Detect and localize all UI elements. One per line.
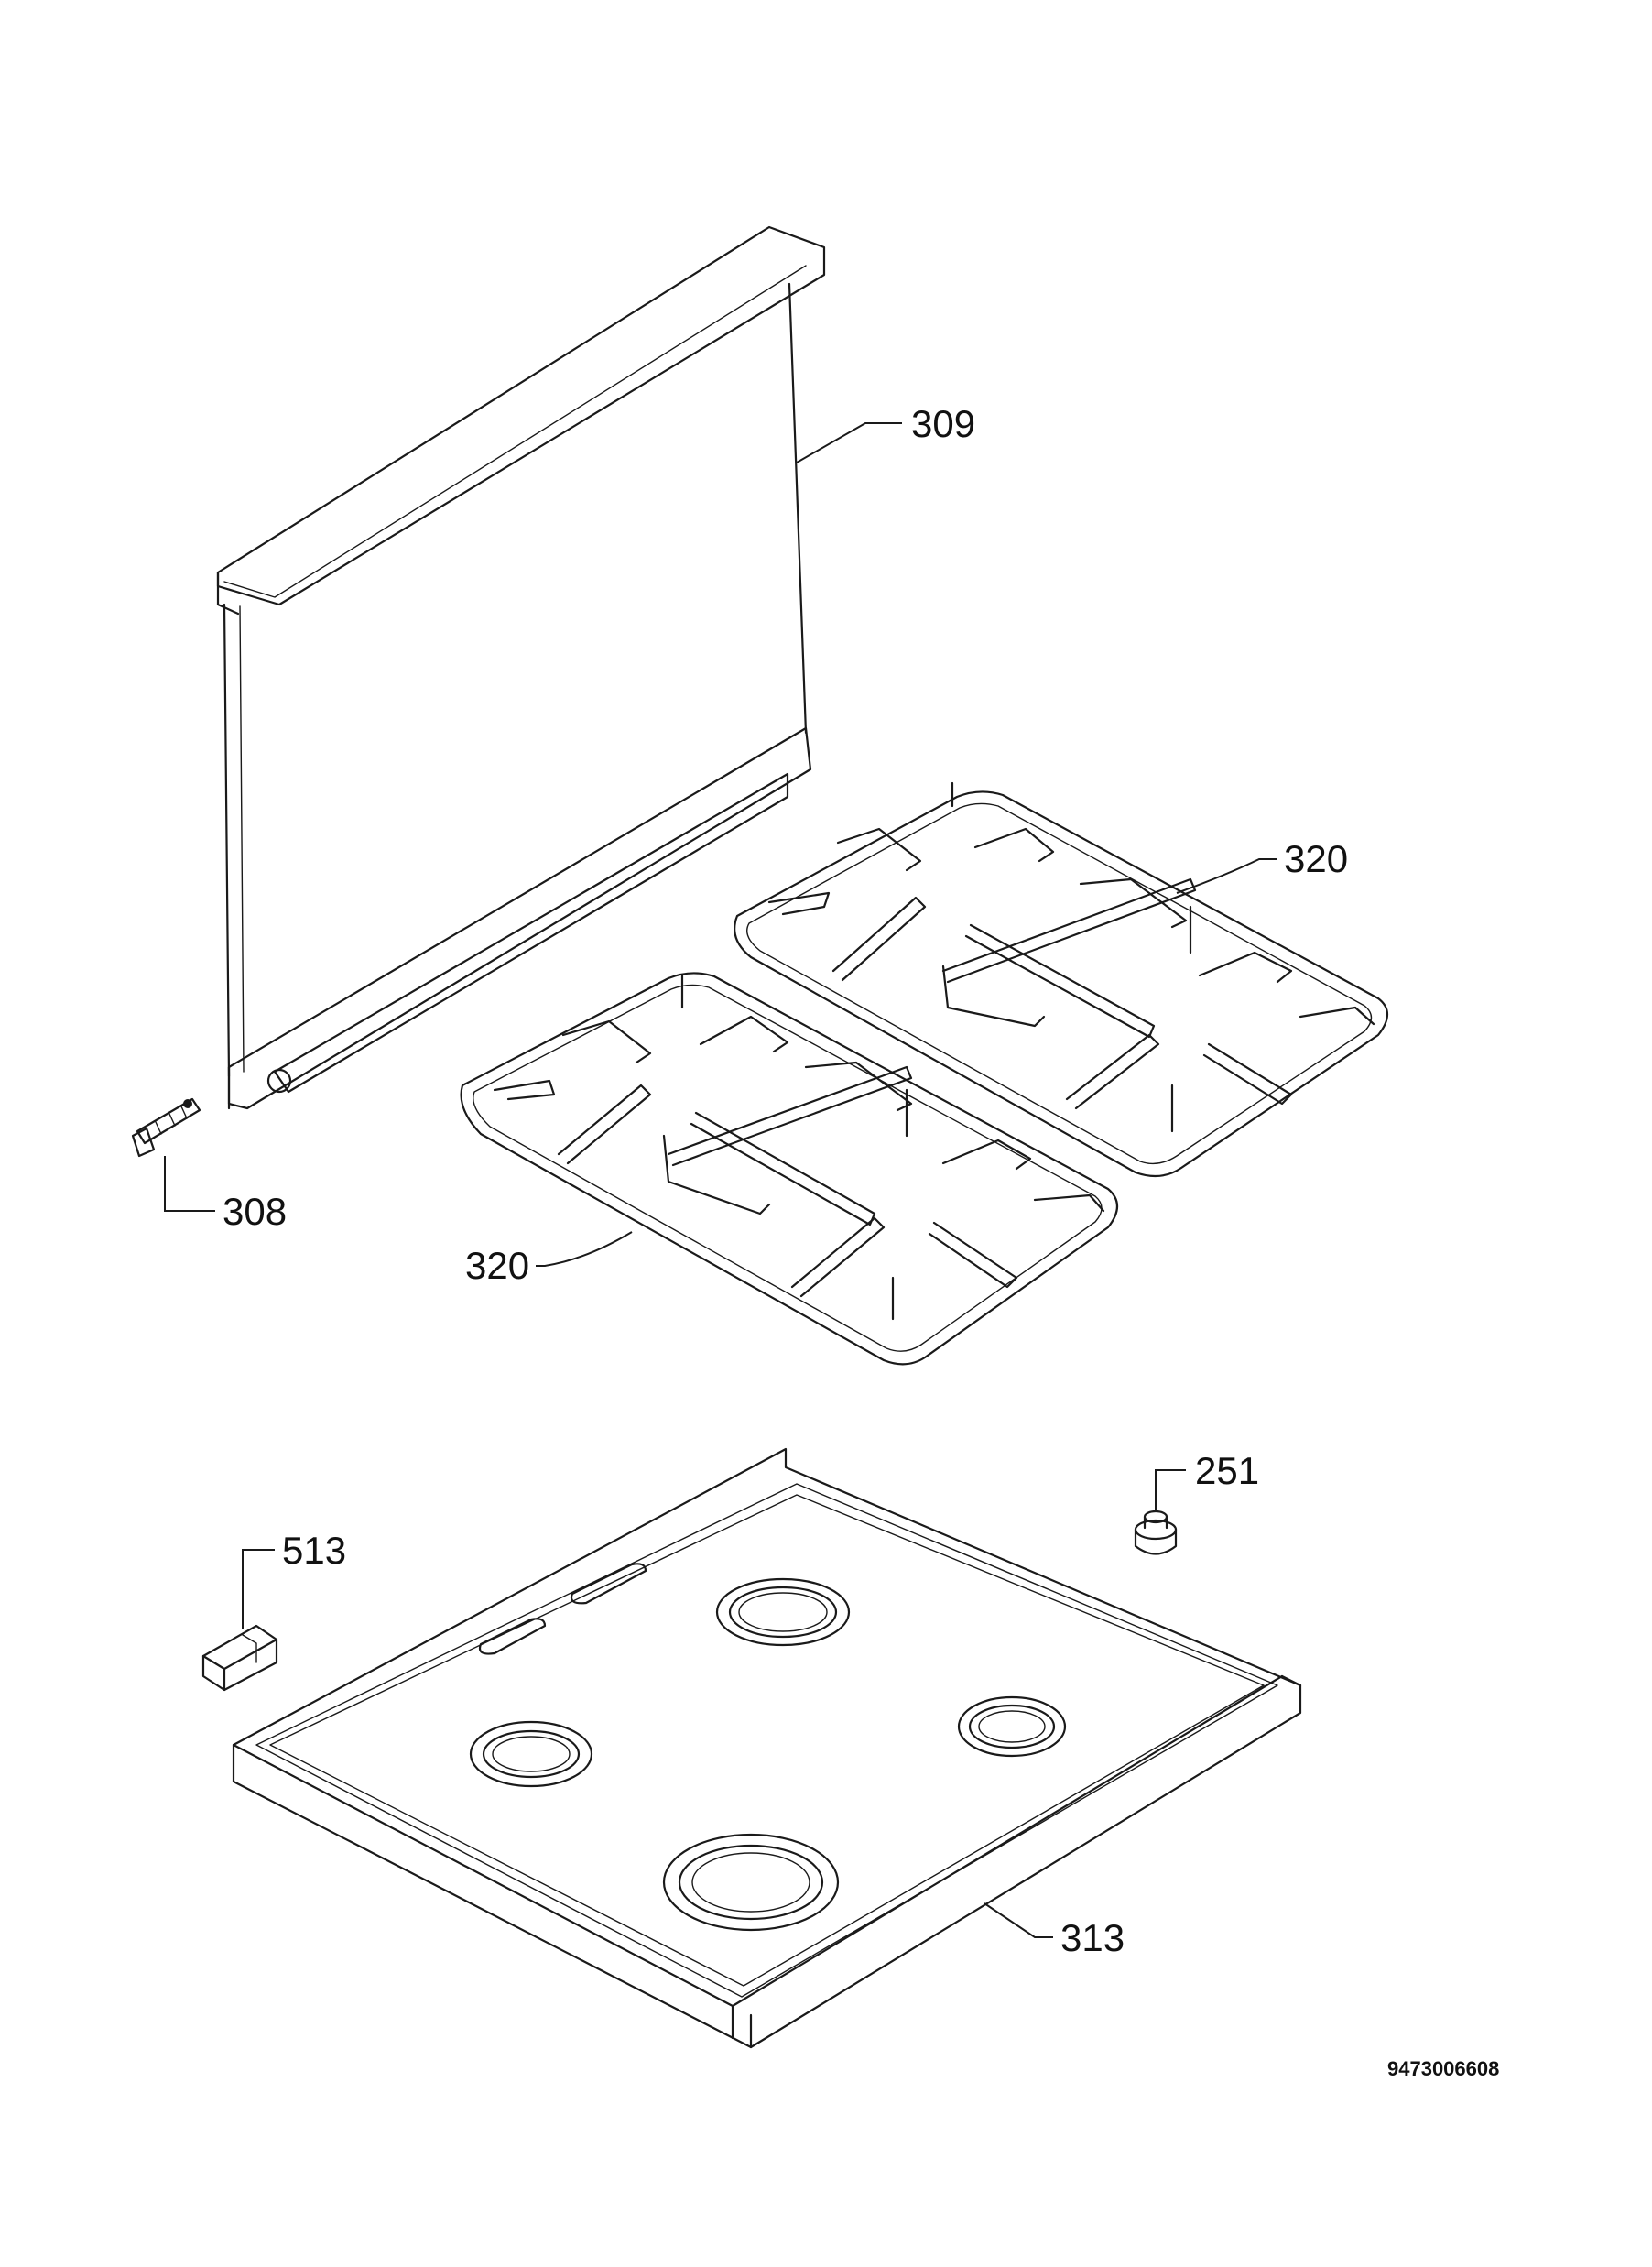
pan-support-320-left (460, 972, 1119, 1366)
glass-lid-309 (216, 225, 826, 1110)
leader-313 (984, 1902, 1053, 1938)
hob-top-313 (232, 1447, 1302, 2049)
label-309: 309 (911, 402, 975, 445)
leader-309 (796, 422, 902, 463)
leader-320-right (1176, 858, 1277, 894)
drawing-code: 9473006608 (1387, 2057, 1499, 2080)
hinge-pin-308 (131, 1097, 201, 1158)
label-320-right: 320 (1284, 837, 1348, 880)
leader-251 (1155, 1469, 1186, 1510)
leader-308 (164, 1156, 215, 1212)
leader-513 (242, 1549, 275, 1629)
label-251: 251 (1195, 1449, 1259, 1492)
label-313: 313 (1060, 1916, 1125, 1959)
foot-251 (1134, 1510, 1178, 1555)
pan-support-320-right (734, 781, 1389, 1178)
clip-513 (201, 1624, 278, 1692)
leader-lines (164, 422, 1277, 1938)
leader-320-left (536, 1231, 633, 1267)
label-320-left: 320 (465, 1244, 529, 1287)
label-513: 513 (282, 1529, 346, 1572)
label-308: 308 (223, 1190, 287, 1233)
